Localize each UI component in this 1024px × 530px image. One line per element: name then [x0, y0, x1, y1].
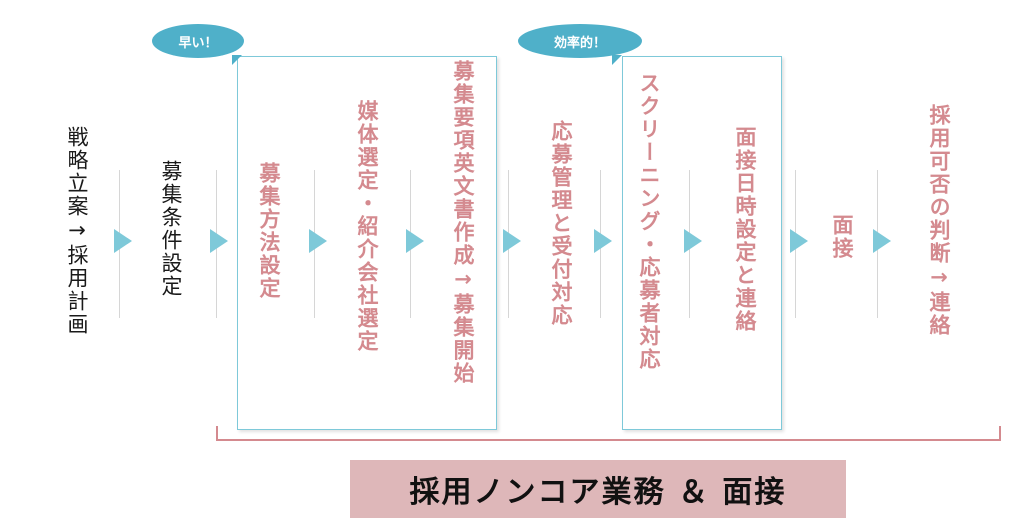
bracket-left-tick [216, 426, 218, 440]
callout-efficient-text: 効率的！ [553, 35, 606, 51]
step-recruit-method: 募集方法設定 [257, 162, 281, 300]
step-recruit-conditions: 募集条件設定 [159, 160, 183, 298]
callout-efficient-tail [612, 55, 622, 65]
step-application-management: 応募管理と受付対応 [549, 120, 573, 327]
flow-arrow-icon [309, 229, 327, 253]
highlight-box-fast [237, 56, 497, 430]
callout-fast-text: 早い！ [178, 35, 218, 51]
flow-arrow-icon [790, 229, 808, 253]
noncore-banner-label: 採用ノンコア業務 ＆ 面接 [409, 475, 787, 510]
step-decision-notification: 採用可否の判断→連絡 [927, 104, 951, 337]
step-job-posting: 募集要項英文書作成→募集開始 [451, 60, 475, 385]
bracket-right-tick [999, 426, 1001, 440]
noncore-banner: 採用ノンコア業務 ＆ 面接 [350, 460, 846, 518]
highlight-box-efficient [622, 56, 782, 430]
callout-efficient: 効率的！ [518, 24, 642, 58]
flow-arrow-icon [114, 229, 132, 253]
callout-fast: 早い！ [152, 24, 244, 58]
step-screening: スクリーニング・応募者対応 [637, 72, 661, 371]
step-interview: 面接 [830, 214, 854, 260]
step-media-agency-selection: 媒体選定・紹介会社選定 [355, 100, 379, 353]
flow-arrow-icon [873, 229, 891, 253]
step-strategy-plan: 戦略立案→採用計画 [65, 126, 89, 336]
flow-arrow-icon [594, 229, 612, 253]
flow-arrow-icon [406, 229, 424, 253]
bracket-line [216, 439, 1001, 441]
flow-arrow-icon [210, 229, 228, 253]
flow-arrow-icon [684, 229, 702, 253]
flow-arrow-icon [503, 229, 521, 253]
callout-fast-tail [232, 55, 242, 65]
step-interview-scheduling: 面接日時設定と連絡 [733, 126, 757, 333]
